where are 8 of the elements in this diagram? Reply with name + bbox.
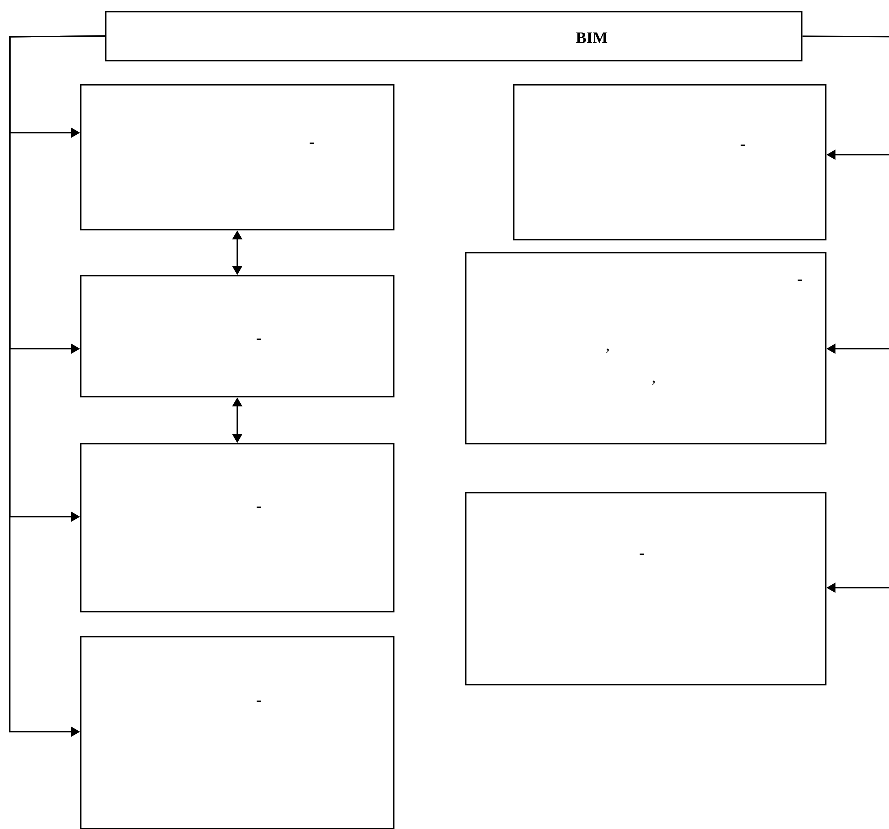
process-box: - , , — [465, 252, 827, 445]
process-box: - — [513, 84, 827, 241]
process-box: - — [465, 492, 827, 686]
process-box: - — [80, 84, 395, 231]
process-box: - — [80, 443, 395, 613]
process-box: - — [80, 275, 395, 398]
process-box: - — [80, 636, 395, 829]
process-box: BIM — [105, 11, 803, 62]
